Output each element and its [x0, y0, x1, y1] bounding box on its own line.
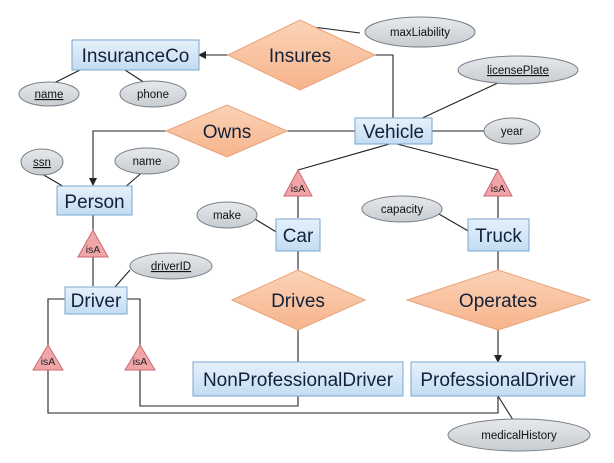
isa-vehicle-car-label: isA: [291, 183, 306, 195]
attribute-ssn: ssn: [20, 148, 64, 176]
edge-vehicle-isa-car: [297, 142, 394, 171]
entity-nonprofessionaldriver: NonProfessionalDriver: [192, 361, 404, 397]
isa-person-driver-label: isA: [86, 244, 101, 256]
entity-truck: Truck: [467, 218, 530, 252]
edge-vehicle-isa-truck: [392, 142, 499, 171]
edge-prof-medicalhistory: [497, 395, 516, 424]
entity-professionaldriver-label: ProfessionalDriver: [420, 370, 576, 391]
isa-vehicle-truck: isA: [483, 168, 513, 197]
entity-vehicle-label: Vehicle: [363, 122, 424, 143]
edge-isa-right-nonprof: [139, 370, 299, 407]
attribute-medicalhistory-label: medicalHistory: [481, 430, 557, 442]
entity-driver: Driver: [64, 286, 128, 315]
edge-driver-isa-right: [127, 298, 141, 346]
entity-driver-label: Driver: [71, 291, 122, 312]
attribute-year-label: year: [501, 126, 524, 138]
attribute-licenseplate: licensePlate: [457, 55, 579, 85]
relationship-drives-label: Drives: [271, 291, 325, 312]
relationship-operates-label: Operates: [459, 291, 537, 312]
attribute-driverid: driverID: [129, 252, 213, 280]
attribute-make: make: [196, 201, 258, 229]
entity-vehicle: Vehicle: [354, 117, 433, 145]
relationship-insures-label: Insures: [269, 46, 331, 67]
isa-driver-nonprofessional: isA: [124, 344, 156, 371]
entity-nonprofessionaldriver-label: NonProfessionalDriver: [203, 370, 394, 391]
entity-professionaldriver: ProfessionalDriver: [410, 361, 586, 397]
entity-car-label: Car: [283, 226, 314, 247]
entity-person-label: Person: [64, 192, 124, 213]
attribute-person-name: name: [114, 147, 180, 175]
attribute-medicalhistory: medicalHistory: [447, 418, 591, 452]
edge-driver-isa-left: [47, 298, 65, 346]
isa-person-driver: isA: [77, 228, 109, 258]
entity-insuranceco: InsuranceCo: [71, 39, 200, 71]
attribute-licenseplate-label: licensePlate: [487, 65, 549, 77]
relationship-operates: Operates: [405, 269, 592, 331]
isa-driver-professional: isA: [32, 344, 64, 371]
attribute-insuranceco-name: name: [18, 81, 80, 107]
attribute-capacity: capacity: [361, 195, 443, 223]
edge-owns-person: [89, 130, 166, 186]
entity-truck-label: Truck: [475, 226, 522, 247]
attribute-insuranceco-name-label: name: [35, 89, 64, 101]
edge-insures-vehicle: [375, 54, 394, 118]
attribute-maxliability: maxLiability: [364, 16, 476, 48]
attribute-person-name-label: name: [133, 156, 162, 168]
attribute-ssn-label: ssn: [33, 157, 51, 169]
entity-car: Car: [275, 218, 321, 252]
attribute-phone-label: phone: [137, 89, 169, 101]
edges: [41, 25, 516, 424]
isa-driver-professional-label: isA: [41, 356, 56, 368]
edge-vehicle-licenseplate: [417, 81, 501, 121]
isa-vehicle-truck-label: isA: [491, 183, 506, 195]
edge-insuranceco-phone: [124, 69, 146, 84]
entity-person: Person: [56, 185, 133, 216]
edge-driver-driverid: [114, 269, 131, 288]
edge-isa-left-prof: [47, 370, 499, 414]
attribute-driverid-label: driverID: [151, 261, 191, 273]
attribute-year: year: [483, 117, 541, 145]
attribute-phone: phone: [119, 80, 187, 108]
isa-driver-nonprofessional-label: isA: [133, 356, 148, 368]
attribute-maxliability-label: maxLiability: [390, 27, 450, 39]
attribute-make-label: make: [213, 210, 241, 222]
relationship-drives: Drives: [230, 269, 367, 331]
attribute-capacity-label: capacity: [381, 204, 423, 216]
isa-vehicle-car: isA: [283, 168, 313, 197]
entity-insuranceco-label: InsuranceCo: [82, 46, 190, 67]
relationship-insures: Insures: [226, 19, 377, 91]
relationship-owns-label: Owns: [203, 122, 252, 143]
relationship-owns: Owns: [164, 104, 289, 158]
